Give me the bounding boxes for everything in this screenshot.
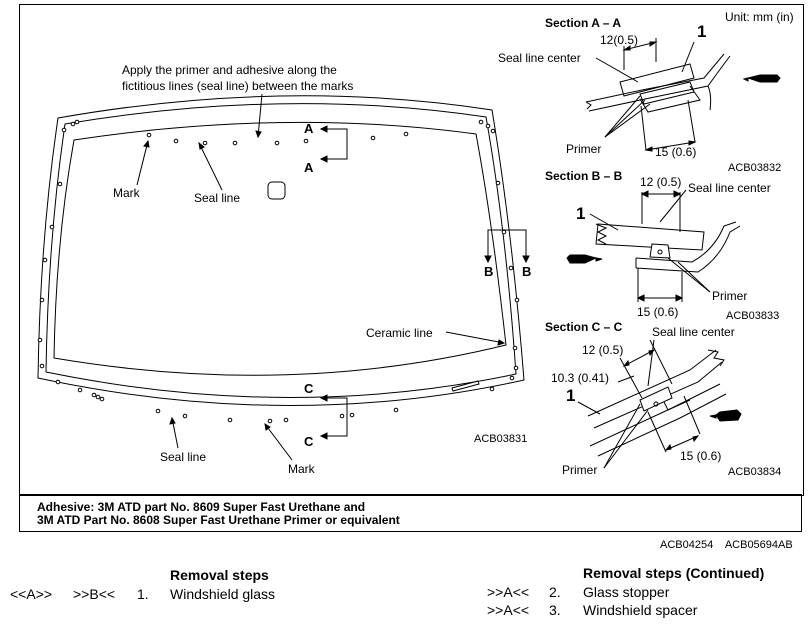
removal-tag-2: >>A<< xyxy=(487,584,530,600)
label-seal-line-bottom: Seal line xyxy=(160,450,207,464)
instruction-line2: fictitious lines (seal line) between the… xyxy=(122,79,354,93)
removal-step-no: 1. xyxy=(137,586,149,602)
removal-heading-right: Removal steps (Continued) xyxy=(583,565,765,581)
section-aa-part-number: 1 xyxy=(697,22,707,41)
section-cc-primer: Primer xyxy=(562,463,598,477)
section-cc-part-number: 1 xyxy=(566,386,576,405)
section-aa-dim-top: 12(0.5) xyxy=(600,33,639,47)
section-aa-title: Section A – A xyxy=(545,16,622,30)
section-cc-code: ACB03834 xyxy=(728,466,782,478)
section-bb-part-number: 1 xyxy=(576,204,586,223)
section-cc-seal-line-center: Seal line center xyxy=(652,325,735,339)
removal-tag1: <<A>> xyxy=(10,586,53,602)
label-mark-top: Mark xyxy=(113,186,140,200)
section-marker-c-top: C xyxy=(304,381,314,396)
figure-frame xyxy=(19,4,804,496)
section-marker-b-right: B xyxy=(522,264,532,279)
section-bb-code: ACB03833 xyxy=(726,310,780,322)
instruction-line1: Apply the primer and adhesive along the xyxy=(122,63,337,77)
removal-step-windshield-glass[interactable]: Windshield glass xyxy=(170,586,276,602)
section-cc-dim-bottom: 15 (0.6) xyxy=(680,449,722,463)
section-marker-a-bottom: A xyxy=(304,160,314,175)
section-marker-a-top: A xyxy=(304,121,314,136)
section-bb-primer: Primer xyxy=(712,289,748,303)
figure-codes: ACB04254 ACB05694AB xyxy=(660,539,793,551)
section-marker-b-left: B xyxy=(484,264,494,279)
section-cc-dim-top: 12 (0.5) xyxy=(582,343,624,357)
section-bb-title: Section B – B xyxy=(545,169,623,183)
unit-label: Unit: mm (in) xyxy=(725,10,794,24)
removal-tag-3: >>A<< xyxy=(487,602,530,618)
adhesive-line2: 3M ATD Part No. 8608 Super Fast Urethane… xyxy=(37,513,400,527)
label-seal-line-top: Seal line xyxy=(194,191,241,205)
section-bb-seal-line-center: Seal line center xyxy=(688,181,771,195)
section-aa-drawing xyxy=(585,38,781,152)
removal-tag2: >>B<< xyxy=(73,586,116,602)
removal-no-3: 3. xyxy=(549,602,561,618)
removal-heading-left: Removal steps xyxy=(170,567,269,583)
section-bb-dim-top: 12 (0.5) xyxy=(640,175,682,189)
adhesive-line1: Adhesive: 3M ATD part No. 8609 Super Fas… xyxy=(37,500,366,514)
seal-marks xyxy=(37,119,520,424)
label-ceramic-line: Ceramic line xyxy=(366,326,433,340)
removal-step-glass-stopper[interactable]: Glass stopper xyxy=(583,584,670,600)
windshield-drawing xyxy=(37,93,530,461)
section-aa-primer: Primer xyxy=(566,142,602,156)
section-aa-dim-bottom: 15 (0.6) xyxy=(655,145,697,159)
section-cc-drawing xyxy=(577,339,742,469)
main-figure-code: ACB03831 xyxy=(474,433,528,445)
section-cc-title: Section C – C xyxy=(545,320,623,334)
section-bb-dim-bottom: 15 (0.6) xyxy=(637,305,679,319)
section-aa-code: ACB03832 xyxy=(728,162,782,174)
label-mark-bottom: Mark xyxy=(288,462,315,476)
removal-step-windshield-spacer[interactable]: Windshield spacer xyxy=(583,602,698,618)
section-marker-c-bottom: C xyxy=(304,434,314,449)
adhesive-note: Adhesive: 3M ATD part No. 8609 Super Fas… xyxy=(19,494,802,532)
section-bb-drawing xyxy=(566,189,741,302)
section-cc-dim-mid: 10.3 (0.41) xyxy=(551,371,610,385)
removal-no-2: 2. xyxy=(549,584,561,600)
section-aa-seal-line-center: Seal line center xyxy=(498,51,581,65)
